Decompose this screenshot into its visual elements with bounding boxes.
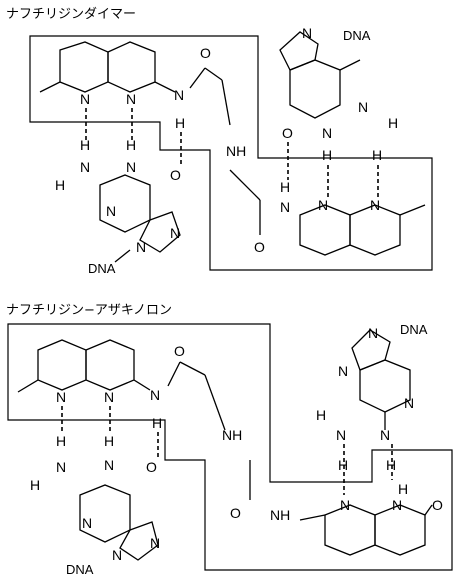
section-1-atom-n2: N	[126, 91, 136, 107]
section-2-atom-n14: N	[150, 535, 160, 551]
section-2-atom-n15: N	[112, 547, 122, 563]
section-2-azaquinolone	[249, 460, 433, 556]
section-1-atom-o2: O	[282, 125, 293, 141]
section-2-atom-n3: N	[150, 387, 160, 403]
section-1-atom-n9: N	[280, 199, 290, 215]
section-1-atom-n3: N	[174, 87, 184, 103]
section-2-atom-n6: N	[404, 395, 414, 411]
section-1-atom-h3: H	[322, 147, 332, 163]
section-1-atom-n7: N	[318, 197, 328, 213]
section-2-adenine	[351, 329, 411, 430]
section-1-atom-h5: H	[280, 179, 290, 195]
section-1-atom-o1: O	[200, 45, 211, 61]
section-1-atom-n12: N	[106, 203, 116, 219]
section-1-naphthyridine-top	[39, 41, 231, 126]
section-2-atom-h2: H	[316, 407, 326, 423]
section-2-guanine-left	[79, 484, 159, 561]
section-1-atom-n6: N	[322, 125, 332, 141]
section-2-atom-h6: H	[56, 433, 66, 449]
section-2-atom-n4: N	[368, 325, 378, 341]
section-2-atom-n12: N	[104, 457, 114, 473]
section-2-boundary	[7, 323, 453, 571]
section-1-atom-n5: N	[358, 99, 368, 115]
section-1-dna-label-bottom: DNA	[88, 261, 116, 276]
section-2-atom-n7: N	[336, 427, 346, 443]
section-1-hydrogen-bonds	[85, 108, 379, 198]
section-1-boundary	[29, 35, 433, 271]
section-1-naphthyridine-bottom	[229, 169, 426, 256]
section-1-dna-label-top: DNA	[343, 28, 371, 43]
section-1-atom-n13: N	[170, 225, 180, 241]
section-2-atom-nh-2: NH	[270, 507, 290, 523]
section-2-atom-nh-1: NH	[222, 427, 242, 443]
section-2-atom-h4: H	[386, 457, 396, 473]
section-1-guanine-right	[279, 31, 361, 119]
section-1-atom-h1: H	[175, 115, 185, 131]
section-2-naphthyridine-top	[17, 339, 226, 431]
section-1-atom-h2: H	[388, 115, 398, 131]
section-1-atom-n14: N	[136, 239, 146, 255]
section-2-atom-n5: N	[338, 363, 348, 379]
section-2-atom-o1: O	[174, 343, 185, 359]
section-1-atom-h6: H	[80, 137, 90, 153]
section-1-atom-n1: N	[80, 91, 90, 107]
section-1-atom-n4: N	[302, 25, 312, 41]
section-2-atom-o3: O	[230, 505, 241, 521]
section-2-atom-o2: O	[432, 497, 443, 513]
section-2-atom-h8: H	[30, 477, 40, 493]
section-1-atom-o3: O	[254, 239, 265, 255]
section-2-atom-h5: H	[398, 481, 408, 497]
section-2-title: ナフチリジン−アザキノロン	[6, 303, 172, 318]
section-2-atom-h7: H	[104, 433, 114, 449]
section-2-atom-n9: N	[340, 497, 350, 513]
section-2-atom-n8: N	[380, 427, 390, 443]
section-2-atom-n2: N	[104, 389, 114, 405]
section-2-atom-n13: N	[82, 515, 92, 531]
section-2-atom-n1: N	[56, 389, 66, 405]
section-1-guanine-left	[99, 174, 181, 263]
section-2-hydrogen-bonds	[61, 406, 393, 495]
section-2-dna-label-bottom: DNA	[66, 562, 94, 577]
section-2-atom-h3: H	[338, 457, 348, 473]
section-1-atom-n8: N	[370, 197, 380, 213]
section-1-atom-h8: H	[55, 177, 65, 193]
section-2-atom-o4: O	[146, 459, 157, 475]
section-1-atom-n10: N	[80, 159, 90, 175]
section-1-title: ナフチリジンダイマー	[6, 7, 136, 22]
section-2-atom-n11: N	[56, 459, 66, 475]
section-2-atom-h1: H	[152, 415, 162, 431]
section-1-atom-nh: NH	[226, 143, 246, 159]
section-1-atom-h7: H	[126, 137, 136, 153]
section-1-atom-o4: O	[170, 167, 181, 183]
section-1-atom-n11: N	[126, 159, 136, 175]
section-1-atom-h4: H	[372, 147, 382, 163]
section-2-atom-n10: N	[392, 497, 402, 513]
section-2-dna-label-top: DNA	[400, 322, 428, 337]
